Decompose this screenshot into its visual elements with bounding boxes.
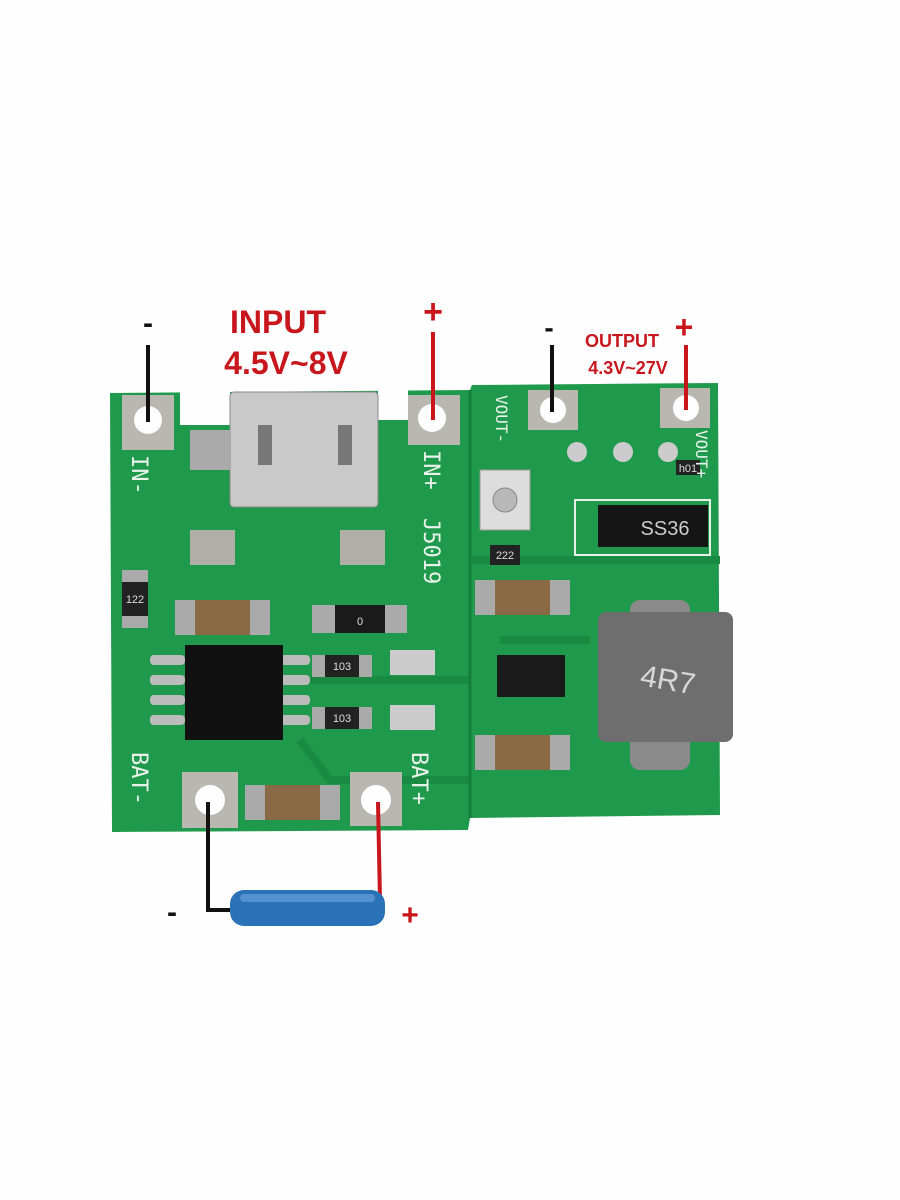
led <box>390 650 435 675</box>
output-minus-label: - <box>544 312 553 343</box>
output-range: 4.3V~27V <box>588 358 668 378</box>
silk-in-minus: IN- <box>126 455 151 495</box>
zero-ohm-body <box>335 605 385 633</box>
solder-pad <box>190 530 235 565</box>
board-notch <box>180 390 230 425</box>
ss36-diode <box>598 505 708 547</box>
output-pins <box>567 442 700 475</box>
resistor-marking: h01 <box>679 463 697 475</box>
battery-minus-wire <box>206 802 232 912</box>
traces <box>296 556 720 784</box>
battery-minus-label: - <box>167 896 177 929</box>
capacitors <box>175 580 570 820</box>
solder-pad <box>340 530 385 565</box>
input-title: INPUT <box>230 304 326 340</box>
silk-bat-plus: BAT+ <box>406 752 431 805</box>
charger-ic <box>150 645 310 740</box>
micro-usb-connector <box>229 391 379 508</box>
input-range: 4.5V~8V <box>224 345 348 381</box>
usb-slot <box>338 425 352 465</box>
input-plus-label: + <box>423 293 443 331</box>
output-title: OUTPUT <box>585 331 659 351</box>
solder-pad <box>190 430 230 470</box>
diode-marking: SS36 <box>641 518 690 540</box>
resistor <box>490 545 520 565</box>
diode-outline <box>574 499 711 556</box>
zero-ohm-marking: 0 <box>357 616 363 628</box>
silk-vout-minus: VOUT- <box>492 395 511 443</box>
led <box>390 705 435 730</box>
resistor-marking: 103 <box>333 713 351 725</box>
boost-ic <box>497 655 565 697</box>
silk-in-plus: IN+ <box>418 450 443 490</box>
usb-slot <box>258 425 272 465</box>
board-notch <box>378 390 408 420</box>
input-minus-label: - <box>143 307 153 340</box>
output-plus-label: + <box>675 309 694 345</box>
resistor-marking: 122 <box>126 594 144 606</box>
silk-model-j5019: J5019 <box>418 518 443 584</box>
inductor-4r7 <box>598 612 733 742</box>
battery-plus-wire <box>376 801 382 901</box>
silk-vout-plus: VOUT+ <box>692 430 711 478</box>
resistor-marking: 103 <box>333 661 351 673</box>
battery-plus-label: + <box>401 899 419 932</box>
pad-holes <box>134 395 699 815</box>
silk-bat-minus: BAT- <box>126 752 151 805</box>
resistor-marking: 222 <box>496 550 514 562</box>
